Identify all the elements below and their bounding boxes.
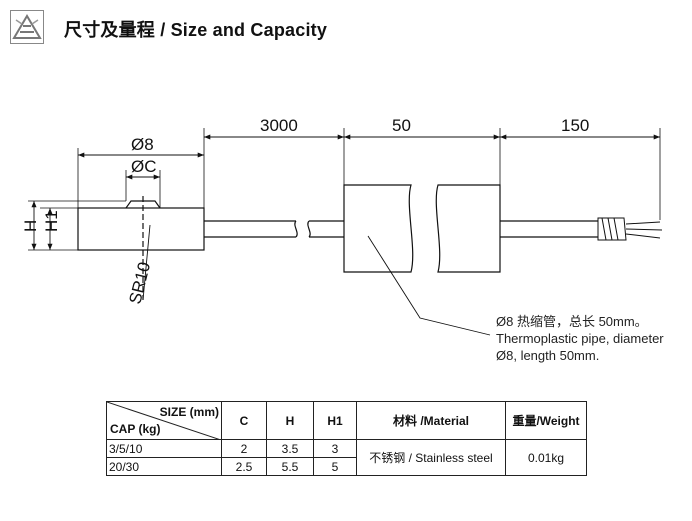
table-row: 20/30 2.5 5.5 5	[106, 457, 587, 476]
corner-size-label: SIZE (mm)	[159, 405, 219, 419]
dim-label-3000: 3000	[260, 116, 298, 135]
column-header-c: C	[221, 401, 267, 440]
company-logo-icon	[10, 10, 44, 44]
table-header-row: SIZE (mm) CAP (kg) C H H1 材料 /Material 重…	[106, 401, 587, 440]
specification-table: SIZE (mm) CAP (kg) C H H1 材料 /Material 重…	[106, 401, 587, 476]
note-line-2: Thermoplastic pipe, diameter	[496, 331, 664, 346]
cable-end-wires	[597, 217, 663, 241]
dim-label-150: 150	[561, 116, 589, 135]
h-cell: 5.5	[266, 457, 314, 476]
note-leader-line	[367, 235, 491, 336]
page-header: 尺寸及量程 / Size and Capacity	[10, 8, 682, 44]
h-cell: 3.5	[266, 439, 314, 458]
column-header-weight: 重量/Weight	[505, 401, 587, 440]
dim-label-50: 50	[392, 116, 411, 135]
note-line-3: Ø8, length 50mm.	[496, 348, 600, 363]
weight-cell: 0.01kg	[505, 439, 587, 476]
corner-cap-label: CAP (kg)	[110, 422, 161, 436]
sensor-body	[77, 196, 205, 300]
heat-shrink-sleeve	[343, 184, 501, 273]
dim-label-diam8: Ø8	[131, 135, 154, 154]
c-cell: 2	[221, 439, 267, 458]
dim-label-H1: H1	[42, 210, 61, 232]
column-header-h1: H1	[313, 401, 357, 440]
corner-diagonal-line	[107, 402, 221, 440]
h1-cell: 5	[313, 457, 357, 476]
material-cell: 不锈钢 / Stainless steel	[356, 439, 506, 476]
column-header-h: H	[266, 401, 314, 440]
c-cell: 2.5	[221, 457, 267, 476]
dim-label-SR10: SR10	[125, 260, 154, 306]
note-line-1: Ø8 热缩管，总长 50mm。	[496, 314, 648, 329]
cable	[204, 220, 598, 238]
table-corner-cell: SIZE (mm) CAP (kg)	[106, 401, 222, 440]
dim-label-diamC: ØC	[131, 157, 157, 176]
column-header-material: 材料 /Material	[356, 401, 506, 440]
cap-cell: 3/5/10	[106, 439, 222, 458]
sr10-leader-line	[142, 224, 151, 301]
heat-shrink-note: Ø8 热缩管，总长 50mm。 Thermoplastic pipe, diam…	[496, 313, 692, 364]
dim-label-H: H	[21, 220, 40, 232]
cap-cell: 20/30	[106, 457, 222, 476]
page-title: 尺寸及量程 / Size and Capacity	[64, 20, 328, 40]
h1-cell: 3	[313, 439, 357, 458]
table-row: 3/5/10 2 3.5 3 不锈钢 / Stainless steel 0.0…	[106, 439, 587, 476]
